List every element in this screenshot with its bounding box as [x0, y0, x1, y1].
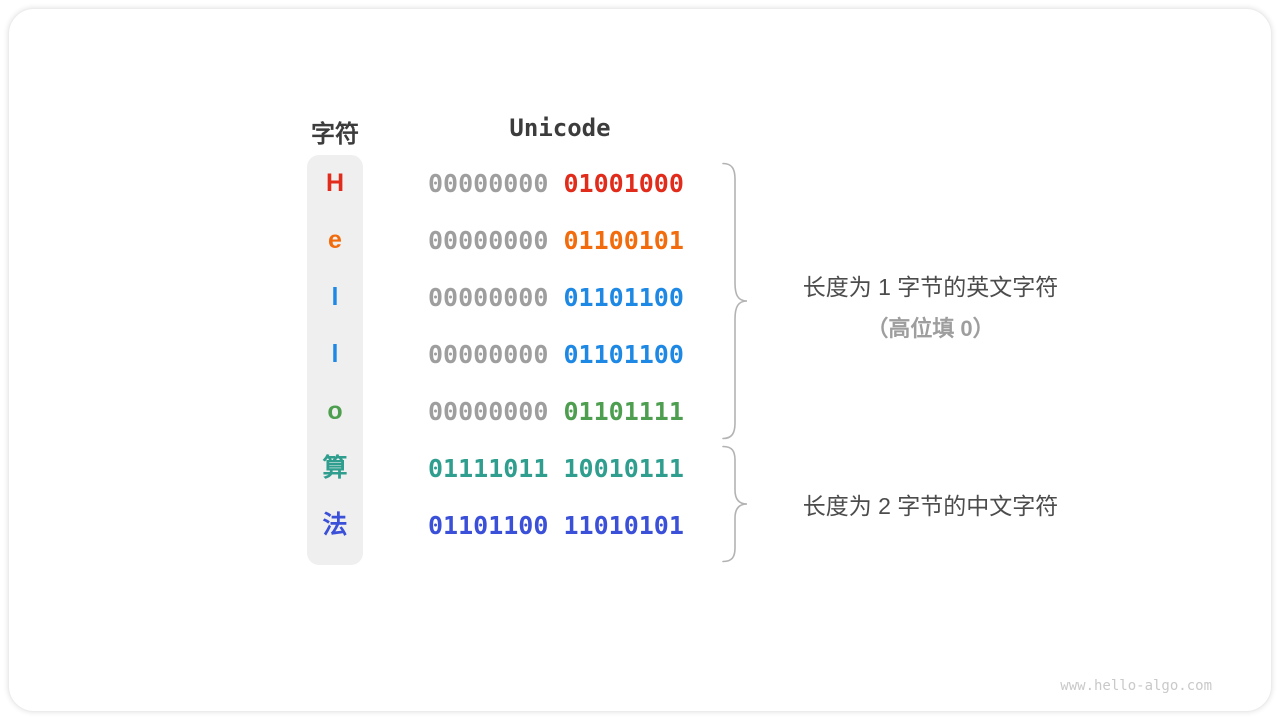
column-header-unicode: Unicode [509, 114, 611, 142]
annotation-english-line2: （高位填 0） [866, 316, 995, 341]
unicode-binary: 00000000 01101100 [428, 269, 708, 326]
byte-low: 01001000 [563, 169, 684, 198]
table-row: e 00000000 01100101 [0, 212, 1280, 269]
byte-gap [548, 511, 563, 540]
annotation-english-chars: 长度为 1 字节的英文字符 （高位填 0） [758, 268, 1103, 343]
byte-gap [548, 283, 563, 312]
column-header-char: 字符 [311, 121, 359, 148]
diagram-card [8, 8, 1272, 712]
byte-gap [548, 340, 563, 369]
byte-low: 10010111 [563, 454, 684, 483]
byte-high: 00000000 [428, 397, 549, 426]
char-cell: H [325, 169, 345, 197]
byte-gap [548, 226, 563, 255]
byte-gap [548, 454, 563, 483]
byte-high: 00000000 [428, 169, 549, 198]
byte-high: 00000000 [428, 226, 549, 255]
unicode-binary: 00000000 01001000 [428, 155, 708, 212]
byte-low: 01100101 [563, 226, 684, 255]
table-row: l 00000000 01101100 [0, 326, 1280, 383]
byte-low: 01101100 [563, 340, 684, 369]
annotation-chinese-line1: 长度为 2 字节的中文字符 [802, 493, 1059, 519]
byte-gap [548, 397, 563, 426]
table-row: 算 01111011 10010111 [0, 440, 1280, 497]
table-row: o 00000000 01101111 [0, 383, 1280, 440]
byte-low: 01101111 [563, 397, 684, 426]
watermark: www.hello-algo.com [1060, 678, 1212, 694]
unicode-binary: 00000000 01101111 [428, 383, 708, 440]
byte-low: 01101100 [563, 283, 684, 312]
unicode-binary: 01101100 11010101 [428, 497, 708, 554]
char-column-background [307, 155, 363, 565]
char-cell: o [327, 397, 343, 425]
byte-low: 11010101 [563, 511, 684, 540]
char-cell: e [328, 226, 342, 254]
byte-high: 01101100 [428, 511, 549, 540]
table-row: 法 01101100 11010101 [0, 497, 1280, 554]
brace-chinese-rows [722, 445, 748, 563]
brace-english-rows [722, 162, 748, 440]
byte-high: 00000000 [428, 340, 549, 369]
unicode-binary: 00000000 01101100 [428, 326, 708, 383]
byte-high: 00000000 [428, 283, 549, 312]
byte-high: 01111011 [428, 454, 549, 483]
unicode-binary: 00000000 01100101 [428, 212, 708, 269]
char-cell: 算 [322, 454, 348, 482]
char-cell: 法 [322, 511, 348, 539]
unicode-binary: 01111011 10010111 [428, 440, 708, 497]
table-row: l 00000000 01101100 [0, 269, 1280, 326]
char-cell: l [331, 340, 339, 368]
char-cell: l [331, 283, 339, 311]
byte-gap [548, 169, 563, 198]
annotation-chinese-chars: 长度为 2 字节的中文字符 [758, 487, 1103, 521]
table-row: H 00000000 01001000 [0, 155, 1280, 212]
annotation-english-line1: 长度为 1 字节的英文字符 [802, 274, 1059, 300]
